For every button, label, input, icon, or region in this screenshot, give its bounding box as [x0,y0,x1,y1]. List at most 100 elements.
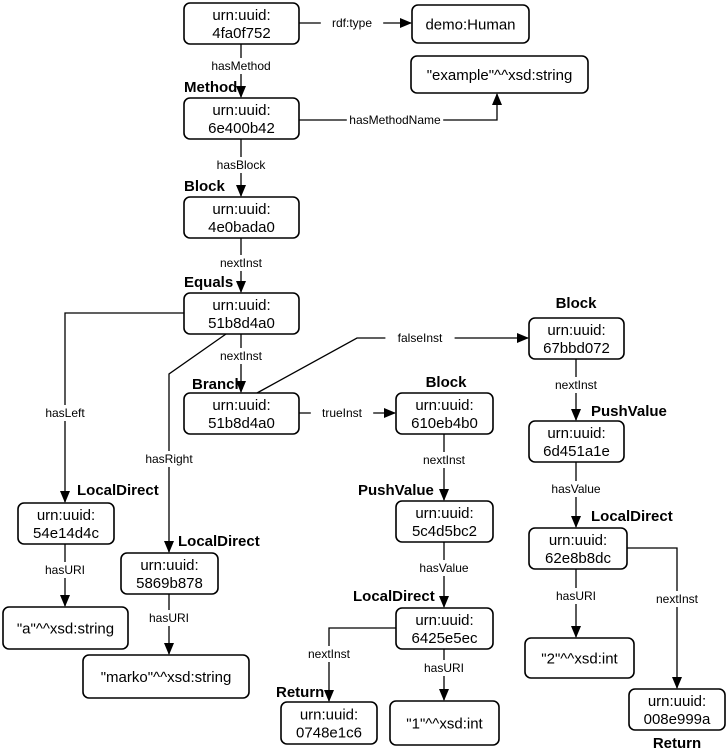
node-text: "marko"^^xsd:string [101,669,232,686]
edge-label: nextInst [220,256,263,270]
edge-hasmethodname: hasMethodName [299,93,502,128]
edge-line [256,333,529,394]
edge-line [627,547,682,689]
node-text-line: 5c4d5bc2 [412,523,477,540]
edge-label: nextInst [308,647,351,661]
edge-label: falseInst [398,331,443,345]
node-type-label: Block [556,295,598,312]
node-box [395,607,494,650]
node-text-line: 4e0bada0 [208,219,275,236]
node-box [183,2,300,45]
node-box [183,392,300,435]
edge-label-background [412,452,476,468]
node-text-line: urn:uuid: [212,397,270,414]
node-text: demo:Human [425,17,515,34]
edge-label-background [544,481,608,497]
node-type-label: Method [184,79,237,96]
edge-nextinst-true: nextInst [297,627,396,702]
node-human-type: demo:Human [411,4,530,44]
node-text: "example"^^xsd:string [427,67,573,84]
edge-line [324,627,396,702]
node-type-label: LocalDirect [77,482,159,499]
node-box [395,392,494,435]
edge-label: hasLeft [45,406,85,420]
node-lit-2: "2"^^xsd:int [524,637,635,679]
edge-hasblock: hasBlock [209,139,273,197]
edge-label: hasMethodName [349,113,441,127]
node-type-label: Block [184,178,226,195]
edge-hasleft: hasLeft [37,312,184,503]
edge-hasuri-left: hasURI [40,544,90,607]
edge-label: nextInst [423,453,466,467]
node-box [410,55,589,94]
node-text: "1"^^xsd:int [406,716,483,733]
edge-label-background [320,15,384,31]
node-text-line: 67bbd072 [543,340,610,357]
edge-label: trueInst [322,406,363,420]
edge-trueinst: trueInst [299,405,396,421]
node-block-false: urn:uuid:67bbd072 Block [528,295,625,360]
node-type-label: PushValue [358,482,434,499]
edge-label-background [137,451,201,467]
edge-label: hasRight [145,452,193,466]
edge-label-background [209,255,273,271]
edge-label: hasURI [149,611,189,625]
edge-hasuri-true: hasURI [419,649,469,701]
node-text: "a"^^xsd:string [17,621,114,638]
node-lit-1: "1"^^xsd:int [389,700,500,746]
edge-line [164,333,227,553]
edge-nextinst-2: nextInst [209,334,273,393]
edge-label-background [412,560,476,576]
node-text-line: 51b8d4a0 [208,315,275,332]
node-box [528,420,625,463]
edge-hasright: hasRight [137,333,227,553]
node-box [120,552,219,595]
node-text-line: 008e999a [644,711,711,728]
node-text-line: 0748e1c6 [296,725,362,742]
node-type-label: LocalDirect [178,533,260,550]
node-box [82,654,250,699]
edge-nextinst-4: nextInst [412,434,476,501]
node-text-line: urn:uuid: [547,322,605,339]
node-type-label: Return [276,684,324,701]
node-text-line: urn:uuid: [140,557,198,574]
node-type-label: Return [653,735,701,752]
node-box [280,701,378,745]
edge-label-background [346,112,444,128]
edge-label: rdf:type [332,16,372,30]
edge-label: nextInst [220,349,263,363]
edge-label-background [209,157,273,173]
edge-label: hasBlock [217,158,267,172]
node-type-label: LocalDirect [591,508,673,525]
edge-hasvalue-2: hasValue [412,542,476,608]
node-lit-marko: "marko"^^xsd:string [82,654,250,699]
edge-label-background [206,58,276,74]
node-type-label: Branch [192,376,244,393]
node-text-line: urn:uuid: [212,297,270,314]
node-text-line: 610eb4b0 [411,415,478,432]
node-type-label: Block [426,374,468,391]
node-text-line: 6425e5ec [412,630,478,647]
edge-label: hasURI [424,661,464,675]
edge-label-background [551,588,601,604]
edge-label-background [209,348,273,364]
edge-label: hasURI [556,589,596,603]
edge-hasuri-right: hasURI [144,594,194,655]
edge-label: nextInst [656,592,699,606]
node-text-line: 4fa0f752 [212,25,270,42]
edge-label: nextInst [555,378,598,392]
edge-label-background [419,660,469,676]
edge-label-background [310,405,374,421]
node-box [528,317,625,360]
node-box [628,688,726,731]
node-text-line: urn:uuid: [415,397,473,414]
